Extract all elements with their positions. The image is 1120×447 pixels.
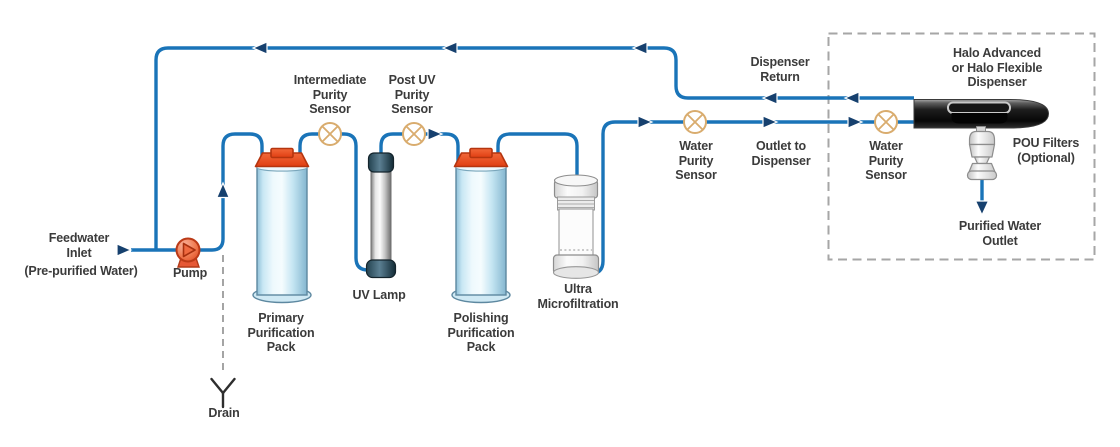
outlet-to-dispenser-label: Outlet to Dispenser <box>751 139 811 168</box>
dispenser-slot <box>947 101 1011 114</box>
water-purity-sensor-dispenser-label: Water Purity Sensor <box>865 139 907 182</box>
polishing-pack-label: Polishing Purification Pack <box>447 311 515 354</box>
water-purity-sensor-outlet-icon <box>683 110 707 134</box>
uv-lamp-icon <box>365 152 397 279</box>
intermediate-purity-sensor-icon <box>318 122 342 146</box>
dispenser-return-label: Dispenser Return <box>750 55 810 84</box>
arrow-riser-up-icon <box>215 181 231 199</box>
arrow-outlet-right-icon <box>637 115 654 129</box>
arrow-outlet-right2-icon <box>762 115 779 129</box>
water-purity-sensor-dispenser-icon <box>874 110 898 134</box>
flow-arrowheads <box>116 41 990 257</box>
post-uv-purity-sensor-icon <box>402 122 426 146</box>
uv-lamp-label: UV Lamp <box>352 288 406 302</box>
primary-pack-label: Primary Purification Pack <box>247 311 315 354</box>
primary-purification-pack-icon <box>252 147 312 304</box>
halo-dispenser-icon <box>913 99 1050 129</box>
arrow-purified-down-icon <box>974 200 990 217</box>
feedwater-inlet-label: Feedwater Inlet <box>48 231 110 260</box>
arrow-top-left3-icon <box>251 41 268 55</box>
arrow-feedwater-right-icon <box>116 243 133 257</box>
drain-label: Drain <box>208 406 240 420</box>
ultra-microfiltration-icon <box>552 174 600 279</box>
purity-sensors <box>318 110 898 146</box>
pipe-feed-to-primary-pack <box>131 132 264 252</box>
arrow-return-left-icon <box>761 91 778 105</box>
arrow-top-left2-icon <box>441 41 458 55</box>
pipe-outlet-to-dispenser <box>575 120 914 276</box>
post-uv-sensor-label: Post UV Purity Sensor <box>388 73 436 116</box>
arrow-post-uv-right-icon <box>427 127 444 141</box>
pump-label: Pump <box>172 266 208 280</box>
arrow-top-left-icon <box>631 41 648 55</box>
dispenser-enclosure-box <box>827 32 1096 261</box>
pump-icon <box>175 237 201 268</box>
purified-water-outlet-label: Purified Water Outlet <box>958 219 1042 248</box>
polishing-purification-pack-icon <box>451 147 511 304</box>
arrow-return-left2-icon <box>843 91 860 105</box>
dispenser-box-title: Halo Advanced or Halo Flexible Dispenser <box>951 46 1043 89</box>
pou-filters-label: POU Filters (Optional) <box>1012 136 1080 165</box>
feedwater-subtitle-label: (Pre-purified Water) <box>24 264 138 278</box>
pipe-polishing-pack-to-ultra-microfiltration <box>496 132 579 212</box>
pipe-primary-pack-to-uv-lamp <box>298 132 383 272</box>
ultra-microfiltration-label: Ultra Microfiltration <box>537 282 619 311</box>
drain-symbol-icon <box>210 377 236 409</box>
water-purity-sensor-outlet-label: Water Purity Sensor <box>675 139 717 182</box>
arrow-outlet-right3-icon <box>847 115 864 129</box>
pou-filters-icon <box>966 126 998 181</box>
pipe-dispenser-return-loop <box>154 46 914 252</box>
intermediate-sensor-label: Intermediate Purity Sensor <box>293 73 367 116</box>
